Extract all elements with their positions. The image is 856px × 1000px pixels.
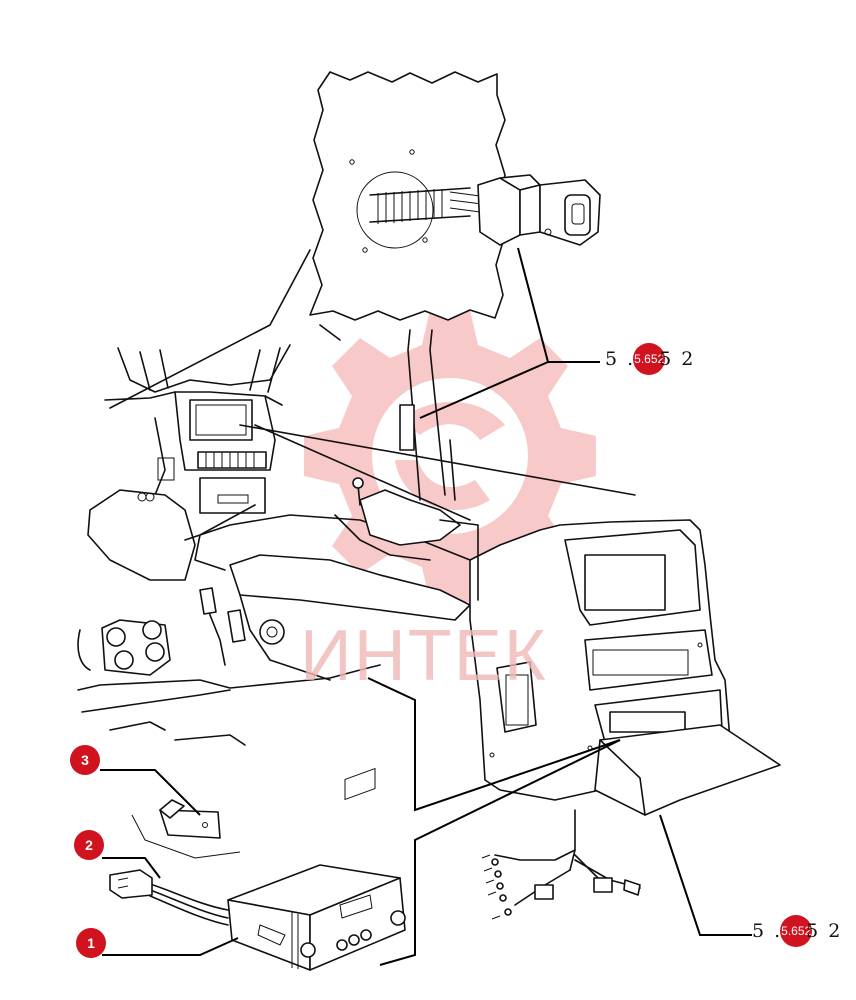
wiring-harness (481, 809, 641, 920)
connector-inset (309, 71, 601, 321)
radio-unit (227, 767, 406, 971)
reference-label-bottom: 5 . 5.652 5 2 (752, 915, 842, 947)
side-console (469, 519, 781, 816)
corrugated-hose (369, 187, 483, 224)
callout-number: 1 (87, 935, 95, 951)
pedals (101, 619, 171, 676)
reference-badge: 5.652 (633, 343, 666, 375)
cab-interior (77, 329, 471, 746)
reference-prefix: 5 . (605, 348, 636, 370)
radio-cable (109, 869, 229, 926)
mounting-bracket (131, 799, 241, 859)
reference-badge: 5.652 (780, 915, 813, 947)
plug-connector (477, 174, 601, 246)
watermark-text: ИНТЕК (300, 616, 548, 696)
callout-1: 1 (76, 928, 106, 958)
reference-suffix: 5 2 (806, 920, 843, 942)
reference-suffix: 5 2 (659, 348, 696, 370)
callout-2: 2 (74, 830, 104, 860)
callout-number: 2 (85, 837, 93, 853)
callout-3: 3 (70, 745, 100, 775)
reference-label-top: 5 . 5.652 5 2 (605, 343, 695, 375)
switch-panel (197, 451, 267, 469)
reference-prefix: 5 . (752, 920, 783, 942)
callout-number: 3 (81, 752, 89, 768)
